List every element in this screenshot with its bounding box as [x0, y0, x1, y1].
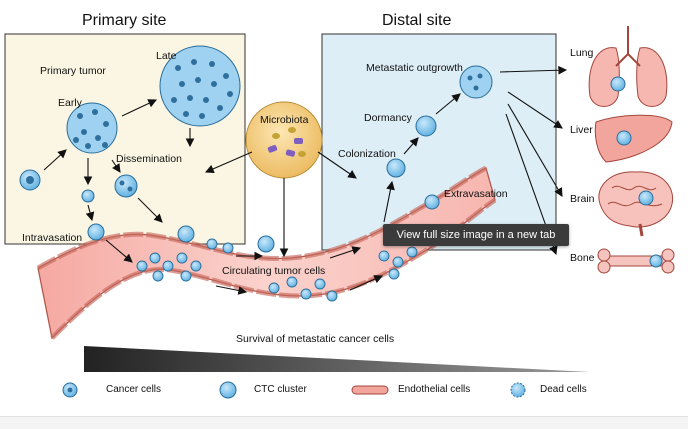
bone-label: Bone: [570, 252, 595, 264]
legend-endothelial-cells: Endothelial cells: [398, 384, 471, 395]
legend-ctc-cluster: CTC cluster: [254, 384, 307, 395]
primary-arrows: [43, 99, 195, 263]
dissemination-label: Dissemination: [116, 153, 182, 165]
late-label: Late: [156, 50, 177, 62]
intravasation-label: Intravasation: [22, 232, 83, 244]
dormancy-label: Dormancy: [364, 112, 412, 124]
distal-site-title: Distal site: [382, 12, 452, 29]
survival-gradient-wedge: [84, 346, 590, 372]
circulating-tumor-cells-label: Circulating tumor cells: [222, 265, 326, 277]
metastatic-outgrowth-label: Metastatic outgrowth: [366, 62, 463, 74]
bottom-divider: [0, 416, 688, 429]
view-full-size-link[interactable]: View full size image in a new tab: [383, 224, 569, 246]
primary-site-title: Primary site: [82, 12, 167, 29]
intravasating-cell: [81, 189, 105, 241]
brain-icon: [598, 171, 674, 237]
legend-dead-cells: Dead cells: [540, 384, 587, 395]
legend-symbols: [62, 381, 526, 399]
brain-label: Brain: [570, 193, 595, 205]
microbiota-circle: [245, 101, 323, 179]
disseminating-cluster: [114, 174, 138, 198]
liver-label: Liver: [570, 124, 593, 136]
late-tumor: [159, 45, 241, 127]
legend-cancer-cells: Cancer cells: [106, 384, 162, 395]
early-label: Early: [58, 97, 82, 109]
primary-tumor-label: Primary tumor: [40, 65, 106, 77]
liver-icon: [594, 114, 673, 163]
colonization-label: Colonization: [338, 148, 396, 160]
single-cancer-cell: [19, 169, 41, 191]
vessel-flow-arrows: [215, 246, 384, 295]
extravasation-label: Extravasation: [444, 188, 508, 200]
distal-cells: [386, 65, 493, 210]
microbiota-arrows: [204, 151, 357, 258]
lung-label: Lung: [570, 47, 594, 59]
survival-label: Survival of metastatic cancer cells: [236, 333, 395, 345]
lung-icon: [588, 26, 668, 107]
bone-icon: [597, 248, 675, 274]
microbiota-label: Microbiota: [260, 114, 309, 126]
circulating-tumor-cells: [136, 225, 418, 302]
early-tumor: [66, 102, 118, 154]
